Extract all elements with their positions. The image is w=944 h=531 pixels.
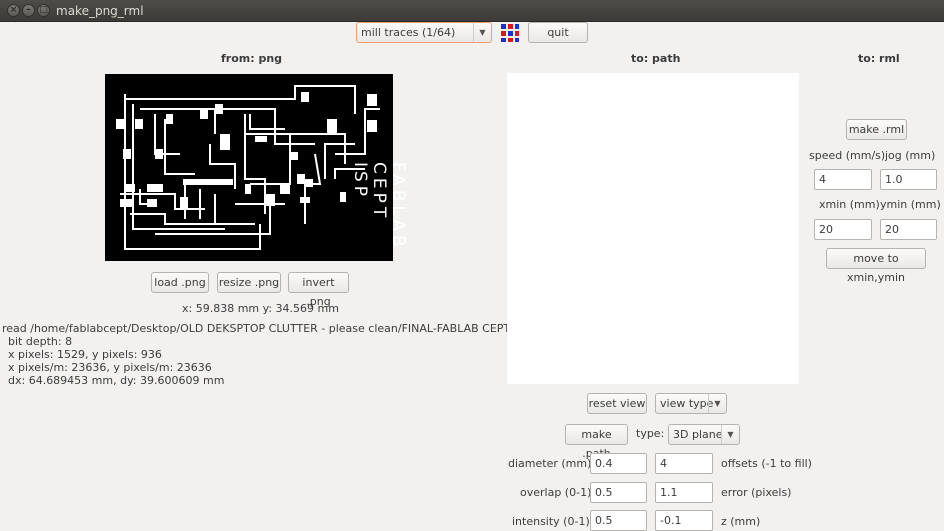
move-to-xmin-ymin-button[interactable]: move to xmin,ymin [826,248,926,284]
from-png-header: from: png [221,52,283,65]
type-label: type: [636,427,665,440]
error-input[interactable]: 1.1 [655,482,713,503]
cursor-coordinates: x: 59.838 mm y: 34.569 mm [182,302,339,315]
z-label: z (mm) [721,515,761,528]
type-select[interactable]: 3D plane ▼ [668,424,740,445]
info-pixels: x pixels: 1529, y pixels: 936 [8,348,162,361]
title-bar: × – □ make_png_rml [0,0,944,22]
pcb-label-line: CEPT [369,162,389,222]
load-png-button[interactable]: load .png [151,272,209,293]
jog-input[interactable]: 1.0 [880,169,937,190]
pcb-label: FABLAB CEPT ISP [317,162,408,252]
speed-label: speed (mm/s) [809,149,886,162]
minimize-icon[interactable]: – [22,4,35,17]
overlap-input[interactable]: 0.5 [590,482,647,503]
offsets-label: offsets (-1 to fill) [721,457,812,470]
chevron-down-icon: ▼ [708,394,726,413]
speed-input[interactable]: 4 [814,169,872,190]
diameter-input[interactable]: 0.4 [590,453,647,474]
mode-select[interactable]: mill traces (1/64) ▼ [356,22,492,43]
make-path-button[interactable]: make .path [565,424,628,460]
pcb-label-line: ISP [350,162,370,201]
chevron-down-icon: ▼ [721,425,739,444]
pcb-image: FABLAB CEPT ISP [105,74,408,261]
info-read-line: read /home/fablabcept/Desktop/OLD DEKSPT… [2,322,554,335]
diameter-label: diameter (mm) [508,457,592,470]
reset-view-button[interactable]: reset view [587,393,647,414]
view-type-select[interactable]: view type ▼ [655,393,727,414]
fab-logo-icon [501,24,519,42]
resize-png-button[interactable]: resize .png [217,272,281,293]
ymin-input[interactable]: 20 [880,219,937,240]
offsets-input[interactable]: 4 [655,453,713,474]
ymin-label: ymin (mm) [880,198,941,211]
to-path-header: to: path [631,52,681,65]
quit-button[interactable]: quit [528,22,588,43]
xmin-label: xmin (mm) [819,198,880,211]
make-rml-button[interactable]: make .rml [846,119,907,140]
to-rml-header: to: rml [858,52,900,65]
info-dimensions: dx: 64.689453 mm, dy: 39.600609 mm [8,374,225,387]
overlap-label: overlap (0-1) [520,486,592,499]
type-select-value: 3D plane [673,428,723,441]
pcb-label-line: FABLAB [388,162,408,251]
z-input[interactable]: -0.1 [655,510,713,531]
maximize-icon[interactable]: □ [37,4,50,17]
png-info: read /home/fablabcept/Desktop/OLD DEKSPT… [2,322,553,387]
xmin-input[interactable]: 20 [814,219,872,240]
info-pixels-per-meter: x pixels/m: 23636, y pixels/m: 23636 [8,361,212,374]
invert-png-button[interactable]: invert .png [288,272,349,308]
error-label: error (pixels) [721,486,792,499]
view-type-value: view type [660,397,714,410]
window-title: make_png_rml [56,4,144,18]
pcb-traces [116,85,380,250]
chevron-down-icon: ▼ [473,23,491,42]
close-icon[interactable]: × [7,4,20,17]
mode-select-value: mill traces (1/64) [361,26,456,39]
intensity-input[interactable]: 0.5 [590,510,647,531]
jog-label: jog (mm) [885,149,936,162]
info-bit-depth: bit depth: 8 [8,335,73,348]
intensity-label: intensity (0-1) [512,515,590,528]
path-canvas[interactable] [507,73,799,384]
